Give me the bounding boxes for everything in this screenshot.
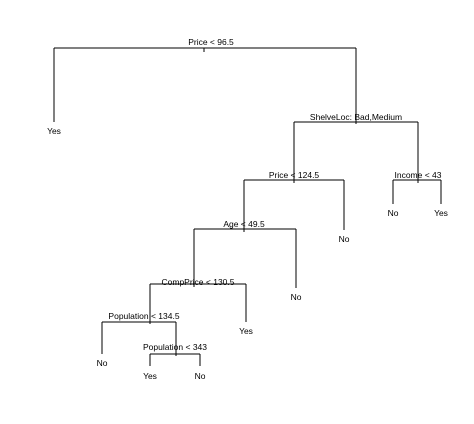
split-income <box>392 179 442 204</box>
node-label-root: Price < 96.5 <box>188 37 234 47</box>
leaf-label-compprice-right: Yes <box>239 326 253 336</box>
split-compprice <box>149 283 247 322</box>
node-label-shelveloc: ShelveLoc: Bad,Medium <box>310 112 402 122</box>
node-label-population-134: Population < 134.5 <box>108 311 179 321</box>
leaf-label-age-right: No <box>291 292 302 302</box>
leaf-label-population-134-left: No <box>97 358 108 368</box>
node-label-price-124: Price < 124.5 <box>269 170 320 180</box>
split-root <box>53 47 357 122</box>
split-age <box>193 228 297 288</box>
split-population-343 <box>149 353 201 366</box>
node-label-age: Age < 49.5 <box>223 219 265 229</box>
leaf-label-income-right: Yes <box>434 208 448 218</box>
leaf-label-population-343-left: Yes <box>143 371 157 381</box>
split-price-124 <box>243 179 345 230</box>
leaf-label-population-343-right: No <box>195 371 206 381</box>
split-shelveloc <box>293 121 419 180</box>
leaf-label-price-right: No <box>339 234 350 244</box>
node-label-population-343: Population < 343 <box>143 342 207 352</box>
node-label-compprice: CompPrice < 130.5 <box>162 277 235 287</box>
split-population-134 <box>101 321 177 354</box>
leaf-label-income-left: No <box>388 208 399 218</box>
leaf-label-root-left: Yes <box>47 126 61 136</box>
node-label-income: Income < 43 <box>394 170 441 180</box>
